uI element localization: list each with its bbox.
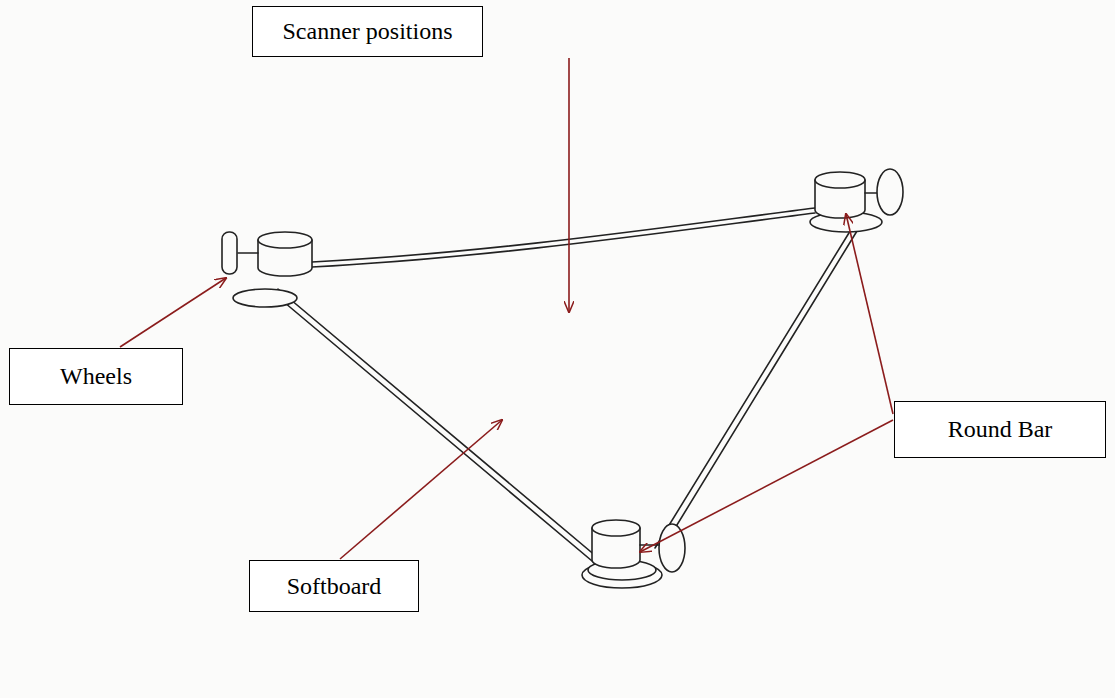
callout-box: Wheels: [9, 348, 183, 405]
callout-box: Round Bar: [894, 401, 1106, 458]
callout-label: Wheels: [60, 362, 132, 391]
callout-label: Softboard: [287, 572, 382, 601]
wheel: [222, 232, 258, 274]
softboard-edge: [655, 228, 857, 551]
wheel: [865, 169, 903, 215]
leader-arrow: [340, 420, 502, 559]
callout-box: Softboard: [249, 560, 419, 612]
leader-arrow: [120, 278, 226, 347]
callout-label: Round Bar: [948, 415, 1053, 444]
round-bar: [233, 232, 312, 307]
callout-label: Scanner positions: [283, 17, 453, 46]
round-bar: [810, 172, 882, 232]
softboard-edge: [272, 289, 603, 566]
round-bar: [582, 520, 662, 588]
leader-arrow: [846, 214, 893, 414]
leader-arrow: [568, 58, 570, 312]
softboard-edge: [312, 208, 815, 267]
leader-arrow: [640, 420, 893, 552]
callout-box: Scanner positions: [252, 6, 483, 57]
